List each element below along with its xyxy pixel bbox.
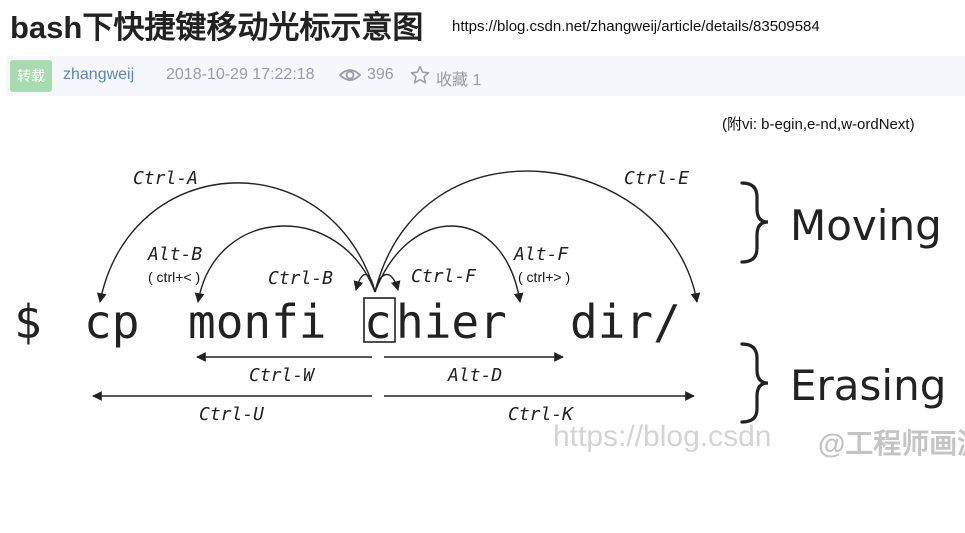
arc-ctrl-e [374, 170, 701, 303]
moving-label: Moving [790, 201, 942, 250]
prompt-symbol: $ [14, 295, 42, 349]
arc-ctrl-a [96, 182, 376, 303]
vi-note: (附vi: b-egin,e-nd,w-ordNext) [722, 116, 915, 133]
hint-ctrl-lt: ( ctrl+< ) [148, 269, 201, 285]
label-ctrl-w: Ctrl-W [249, 365, 316, 386]
label-alt-f: Alt-F [513, 244, 569, 265]
weibo-watermark: @工程师画游 [818, 428, 965, 459]
arc-ctrl-f [374, 273, 401, 293]
hint-ctrl-gt: ( ctrl+> ) [518, 269, 571, 285]
brace-erasing [740, 342, 769, 424]
arc-alt-b [194, 225, 376, 303]
source-url[interactable]: https://blog.csdn.net/zhangweij/article/… [452, 18, 820, 35]
dir-argument: dir/ [570, 295, 681, 349]
brace-moving [740, 181, 769, 264]
label-alt-d: Alt-D [447, 365, 502, 386]
arg-left-part: monfi [188, 295, 326, 349]
page-title: bash下快捷键移动光标示意图 [10, 10, 424, 45]
view-count: 396 [367, 66, 394, 83]
erasing-label: Erasing [790, 361, 946, 410]
label-ctrl-a: Ctrl-A [133, 168, 198, 189]
label-ctrl-u: Ctrl-U [199, 404, 264, 425]
cursor-shortcut-diagram: Ctrl-A Ctrl-E Alt-B Alt-F Ctrl-B Ctrl-F … [14, 168, 946, 425]
cursor-box [363, 297, 396, 343]
label-ctrl-k: Ctrl-K [508, 404, 574, 425]
command-name: cp [84, 295, 139, 349]
cursor-character: c [364, 295, 392, 349]
label-ctrl-e: Ctrl-E [624, 168, 689, 189]
label-alt-b: Alt-B [147, 244, 202, 265]
article-meta-bar: 转载 zhangweij 2018-10-29 17:22:18 396 收藏 … [6, 56, 965, 96]
eye-icon [339, 69, 361, 81]
csdn-watermark: https://blog.csdn [553, 420, 772, 453]
arc-alt-f [374, 225, 524, 303]
favorite-count[interactable]: 收藏 1 [436, 72, 482, 89]
publish-date: 2018-10-29 17:22:18 [166, 66, 315, 83]
arc-ctrl-b [353, 273, 376, 293]
label-ctrl-f: Ctrl-F [411, 266, 477, 287]
star-icon[interactable] [410, 65, 430, 85]
author-link[interactable]: zhangweij [63, 66, 135, 83]
repost-badge: 转载 [10, 60, 52, 92]
arg-right-part: hier [396, 295, 507, 349]
label-ctrl-b: Ctrl-B [268, 268, 333, 289]
